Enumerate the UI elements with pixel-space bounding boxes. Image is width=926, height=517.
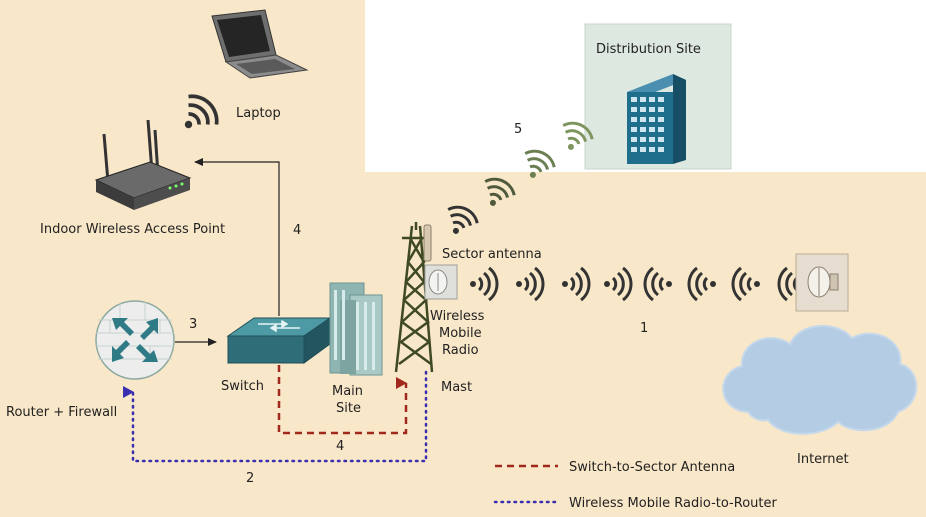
distribution-site: Distribution Site	[584, 23, 732, 170]
laptop-icon	[211, 9, 309, 79]
wireless-radio-icon	[424, 264, 458, 300]
switch-icon	[226, 317, 332, 364]
distribution-site-label: Distribution Site	[596, 42, 701, 57]
link-3-number: 3	[189, 317, 197, 332]
link-2-number: 2	[246, 471, 254, 486]
legend: Switch-to-Sector Antenna Wireless Mobile…	[493, 460, 777, 511]
link-4-upper-connector	[194, 158, 280, 316]
switch-label: Switch	[221, 379, 264, 394]
legend-label-dashed: Switch-to-Sector Antenna	[569, 460, 735, 475]
access-point-icon	[94, 119, 192, 210]
main-site-label-line1: Main	[332, 384, 363, 399]
link-4-lower-connector	[277, 365, 408, 435]
sector-antenna-label: Sector antenna	[442, 247, 542, 262]
mast-label: Mast	[441, 380, 472, 395]
link-4-lower-number: 4	[336, 439, 344, 454]
remote-radio-icon	[795, 253, 849, 312]
radio-label-line3: Radio	[442, 343, 479, 358]
radio-label-line1: Wireless	[430, 309, 485, 324]
distribution-building-icon	[627, 74, 686, 164]
link-5-number: 5	[514, 122, 522, 137]
router-firewall-icon	[95, 300, 175, 380]
radio-label-line2: Mobile	[439, 326, 482, 341]
main-site-buildings-icon	[329, 282, 383, 376]
main-site-label-line2: Site	[336, 401, 361, 416]
link-1-number: 1	[640, 321, 648, 336]
router-label: Router + Firewall	[6, 405, 117, 420]
sector-antenna-icon	[423, 224, 432, 262]
link-4-upper-number: 4	[293, 223, 301, 238]
access-point-label: Indoor Wireless Access Point	[40, 222, 225, 237]
laptop-label: Laptop	[236, 106, 281, 121]
internet-cloud-icon	[722, 325, 918, 435]
internet-label: Internet	[797, 452, 849, 467]
legend-label-dotted: Wireless Mobile Radio-to-Router	[569, 496, 777, 511]
link-2-connector	[123, 370, 428, 463]
